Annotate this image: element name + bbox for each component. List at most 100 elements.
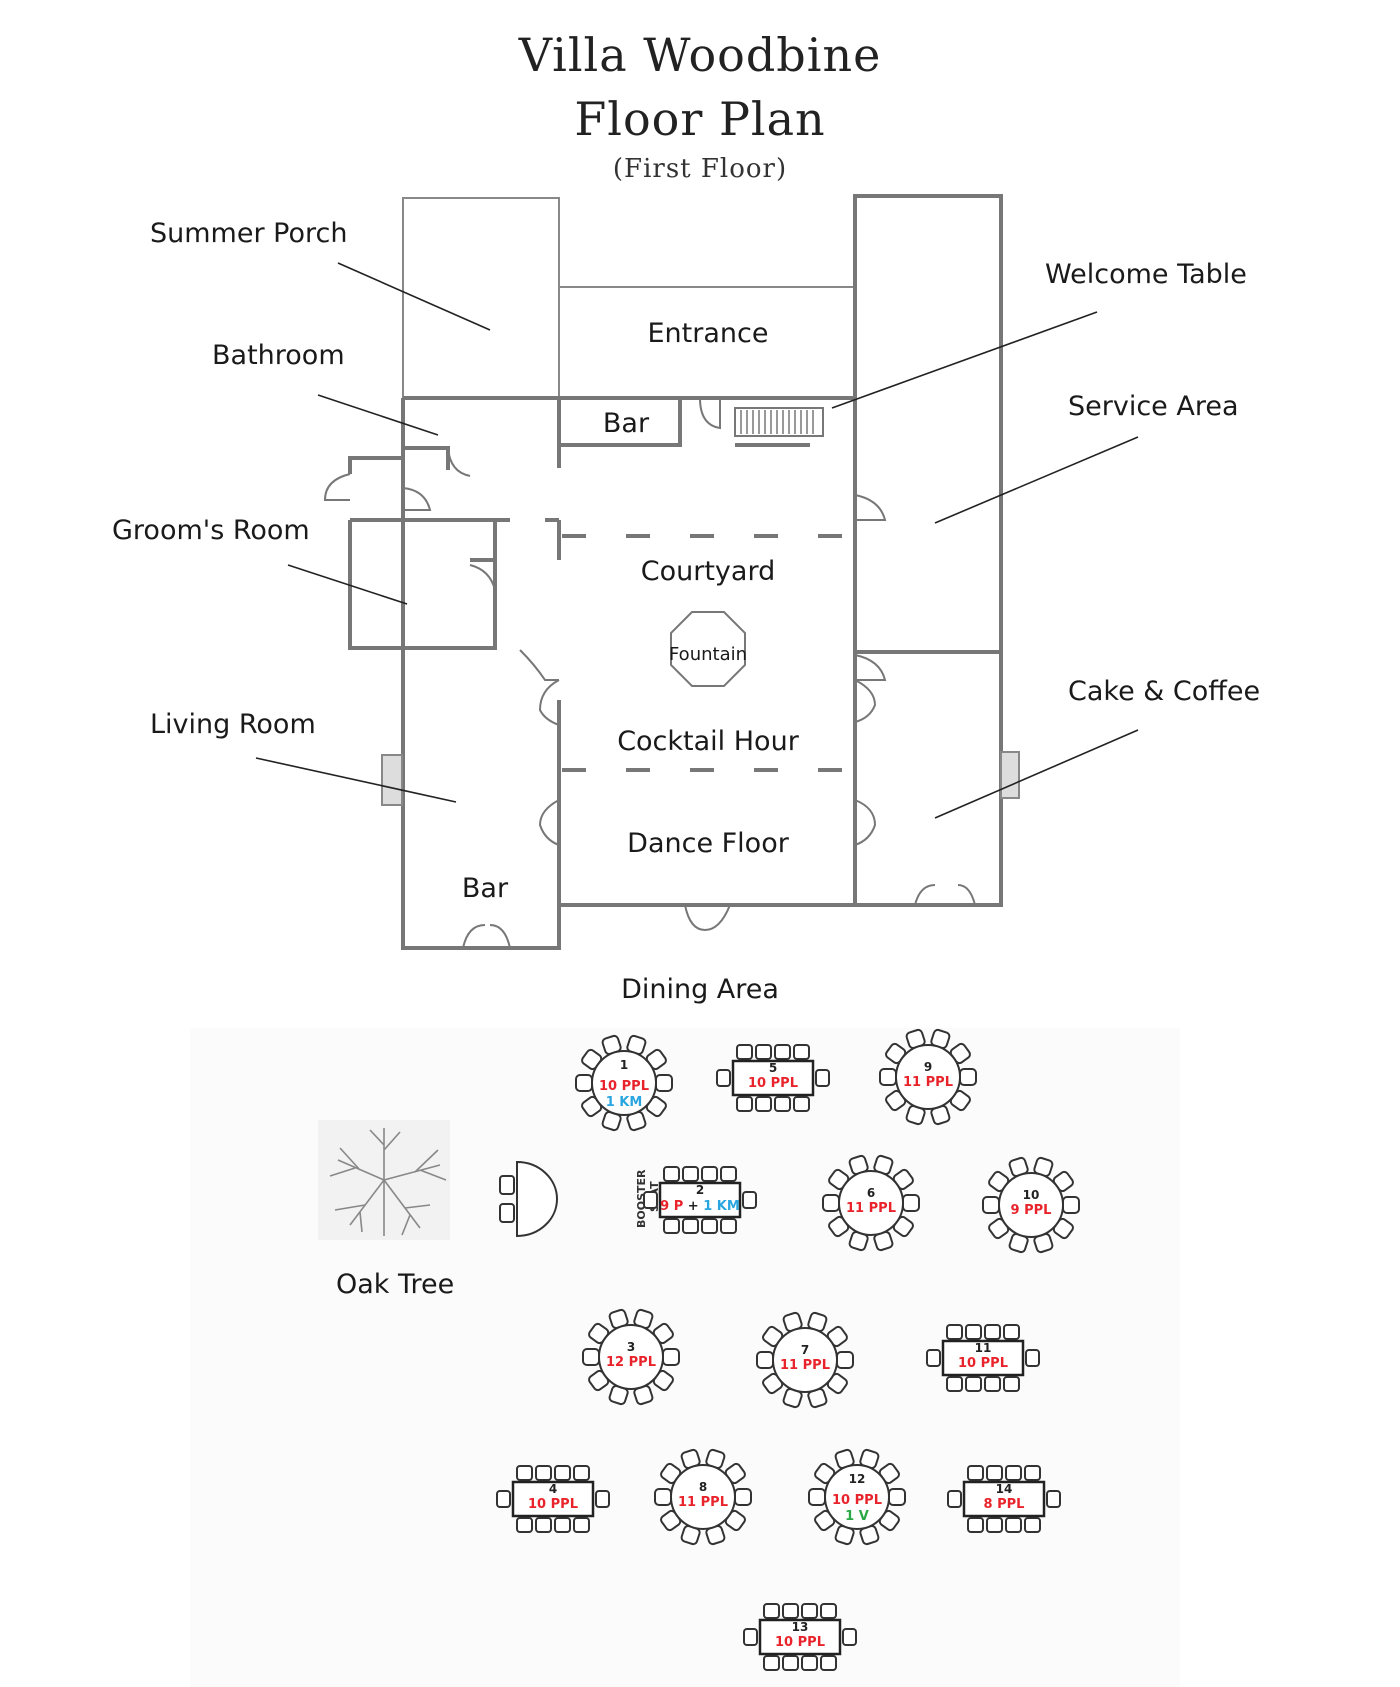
rect-table-top	[758, 1618, 842, 1656]
grooms-closet	[470, 518, 510, 562]
half-round-table	[499, 1160, 558, 1238]
dance-door-right	[854, 799, 877, 846]
table-number: 10	[1023, 1188, 1040, 1202]
table-4: 410 PPL	[496, 1465, 610, 1533]
table-14: 148 PPL	[947, 1465, 1061, 1533]
chair	[663, 1166, 680, 1182]
chair	[820, 1603, 837, 1619]
chair	[836, 1351, 854, 1369]
chair	[902, 1194, 920, 1212]
cake-room-window	[1000, 751, 1020, 799]
rect-table-top	[658, 1181, 742, 1219]
chair	[720, 1166, 737, 1182]
chair	[984, 1324, 1001, 1340]
chair	[1005, 1517, 1022, 1533]
chair	[879, 1068, 897, 1086]
table-number: 5	[769, 1061, 777, 1075]
dance-door-left	[538, 799, 560, 846]
table-9: 911 PPL	[879, 1028, 977, 1126]
chair	[782, 1603, 799, 1619]
chair	[736, 1096, 753, 1112]
bathroom-door	[447, 447, 471, 477]
chair	[793, 1096, 810, 1112]
welcome-table-stripes	[740, 410, 814, 434]
table-guest-count: 10 PPL	[599, 1079, 649, 1094]
chair	[947, 1490, 962, 1508]
table-3: 312 PPL	[582, 1308, 680, 1406]
table-guest-count: 11 PPL	[780, 1358, 830, 1373]
summer-porch-outline	[402, 197, 560, 399]
door-swings	[323, 397, 976, 949]
table-8: 811 PPL	[654, 1448, 752, 1546]
chair	[595, 1490, 610, 1508]
courtyard-door-left-2	[538, 679, 560, 726]
rect-table-top	[511, 1480, 595, 1518]
table-guest-count: 1 V	[845, 1509, 869, 1524]
chair	[554, 1517, 571, 1533]
chair	[986, 1465, 1003, 1481]
chair	[535, 1465, 552, 1481]
chair	[808, 1488, 826, 1506]
chair	[888, 1488, 906, 1506]
table-5: 510 PPL	[716, 1044, 830, 1112]
chair	[1005, 1465, 1022, 1481]
table-2: 29 P + 1 KM	[643, 1166, 757, 1234]
callout-leaders	[255, 262, 1139, 819]
room-courtyard: Courtyard	[641, 556, 775, 587]
chair	[1025, 1349, 1040, 1367]
chair	[742, 1191, 757, 1209]
chair	[516, 1465, 533, 1481]
chair	[654, 1488, 672, 1506]
chair	[573, 1517, 590, 1533]
round-table-top	[838, 1170, 904, 1236]
room-dance-floor: Dance Floor	[627, 828, 790, 859]
chair	[573, 1465, 590, 1481]
callout-grooms-room: Groom's Room	[112, 515, 310, 546]
grooms-room-wall	[348, 518, 497, 650]
rect-table-top	[962, 1480, 1046, 1518]
chair	[763, 1603, 780, 1619]
cocktail-door-right	[854, 679, 877, 723]
room-cocktail-hour: Cocktail Hour	[617, 726, 800, 757]
courtyard-door-left-1	[519, 649, 559, 681]
round-table-top	[998, 1172, 1064, 1238]
round-table-top	[824, 1464, 890, 1530]
chair	[822, 1194, 840, 1212]
table-number: 14	[996, 1482, 1013, 1496]
chair	[743, 1628, 758, 1646]
chair	[959, 1068, 977, 1086]
chair	[535, 1517, 552, 1533]
chair	[655, 1074, 673, 1092]
chair	[1062, 1196, 1080, 1214]
chair	[967, 1517, 984, 1533]
chair	[736, 1044, 753, 1060]
table-7: 711 PPL	[756, 1311, 854, 1409]
table-number: 3	[627, 1340, 635, 1354]
callout-service-area: Service Area	[1068, 391, 1239, 422]
chair	[946, 1376, 963, 1392]
booster-label-1: BOOSTER	[635, 1169, 648, 1228]
chair	[734, 1488, 752, 1506]
table-number: 1	[620, 1058, 628, 1072]
chair	[663, 1218, 680, 1234]
chair	[782, 1655, 799, 1671]
chair	[967, 1465, 984, 1481]
chair	[662, 1348, 680, 1366]
grooms-door	[469, 564, 496, 591]
entrance-door	[699, 397, 721, 430]
room-bar-bottom: Bar	[462, 873, 509, 904]
table-number: 7	[801, 1343, 809, 1357]
chair	[755, 1096, 772, 1112]
floor-label: (First Floor)	[612, 154, 788, 184]
plan-title: Villa Woodbine	[518, 28, 882, 82]
table-guest-count: 1 KM	[606, 1095, 643, 1110]
table-guest-count: 10 PPL	[958, 1356, 1008, 1371]
callout-welcome-table: Welcome Table	[1045, 259, 1247, 290]
small-vestibule-top	[348, 456, 403, 474]
rect-table-top	[731, 1059, 815, 1097]
living-room-window	[381, 754, 403, 806]
chair	[1024, 1465, 1041, 1481]
chair	[643, 1191, 658, 1209]
